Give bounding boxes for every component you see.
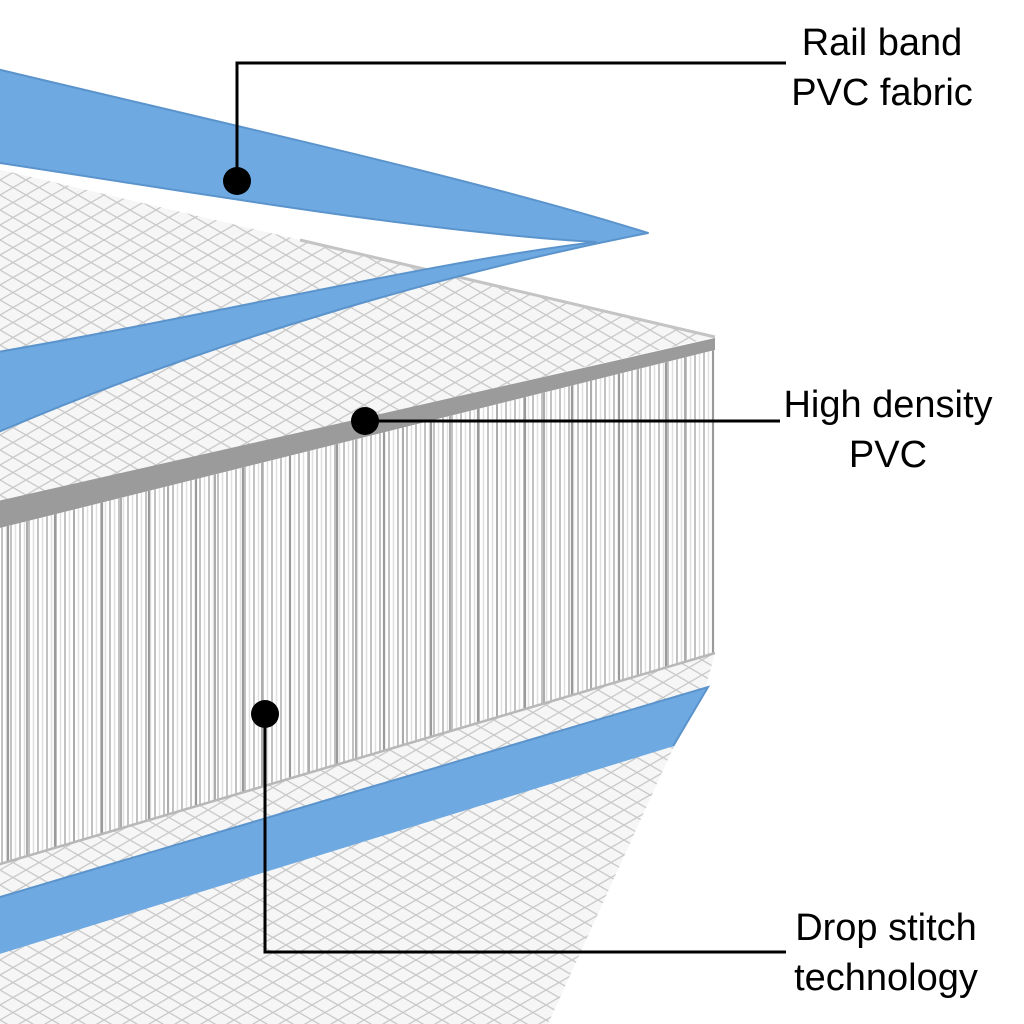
callout-dot-drop-stitch (251, 700, 279, 728)
callout-label-rail-band: Rail band PVC fabric (722, 18, 1024, 118)
bottom-sheet-mesh (0, 746, 674, 1024)
callout-label-line: PVC fabric (791, 72, 973, 115)
callout-dot-rail-band (223, 167, 251, 195)
bottom-sheet-mesh-strip (0, 653, 715, 900)
callout-label-line: Rail band (801, 22, 963, 64)
high-density-pvc-edge (0, 338, 715, 529)
callout-label-line: High density (783, 384, 993, 426)
callout-dot-high-density (351, 407, 379, 435)
callout-connector-line-rail-band (235, 61, 786, 181)
callout-label-line: technology (794, 957, 978, 1000)
callout-label-drop-stitch: Drop stitch technology (726, 903, 1024, 1003)
callout-label-line: Drop stitch (795, 907, 977, 949)
top-sheet-edge-line (299, 238, 716, 339)
callout-connector-line-drop-stitch (263, 714, 786, 954)
callout-label-line: PVC (848, 434, 928, 477)
rail-band-ribbon (0, 68, 649, 433)
drop-stitch-threads-shading (0, 350, 715, 867)
top-sheet-mesh (0, 169, 715, 503)
callout-label-high-density: High density PVC (728, 380, 1024, 480)
bottom-sheet-edge-line (0, 651, 716, 866)
